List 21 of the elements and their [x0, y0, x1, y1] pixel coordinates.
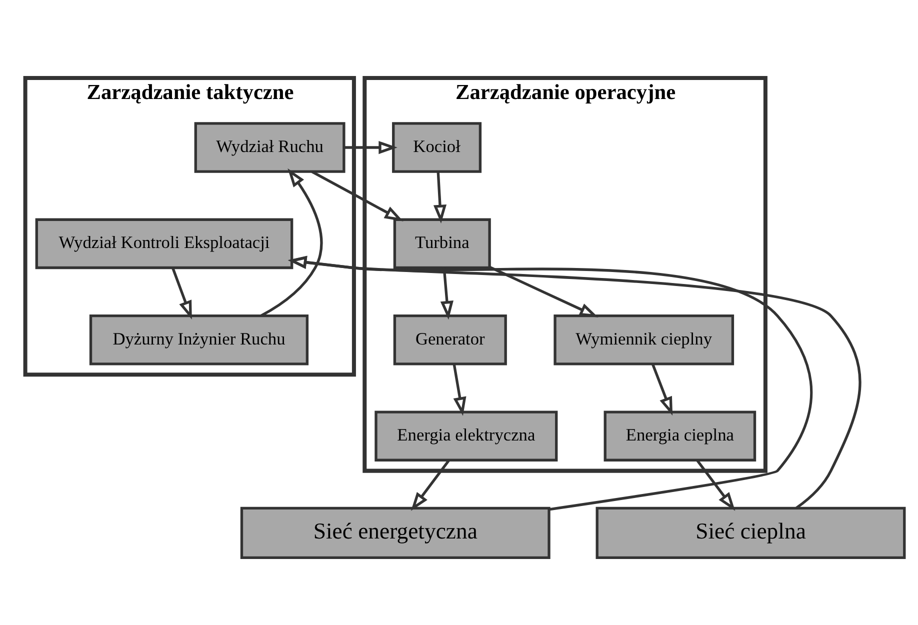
arrow	[410, 459, 450, 511]
arrow	[310, 170, 403, 222]
arrow	[488, 266, 598, 318]
node-box: Sieć cieplna	[595, 506, 906, 559]
node-box: Wymiennik cieplny	[553, 314, 734, 366]
arrow	[696, 459, 735, 511]
arrow	[432, 172, 446, 224]
arrow	[452, 364, 466, 416]
node-box: Wydział Ruchu	[194, 122, 345, 173]
node-box: Wydział Kontroli Eksploatacji	[34, 218, 293, 270]
arrow	[344, 140, 397, 154]
node-box: Sieć energetyczna	[240, 506, 550, 559]
node-box: Energia elektryczna	[374, 410, 558, 462]
arrow	[260, 168, 322, 317]
node-box: Generator	[392, 314, 506, 366]
arrow	[651, 364, 672, 416]
arrow	[171, 268, 192, 320]
node-box: Turbina	[392, 218, 490, 270]
node-box: Energia cieplna	[603, 410, 756, 462]
node-box: Kocioł	[392, 122, 482, 173]
node-box: Dyżurny Inżynier Ruchu	[88, 314, 308, 366]
